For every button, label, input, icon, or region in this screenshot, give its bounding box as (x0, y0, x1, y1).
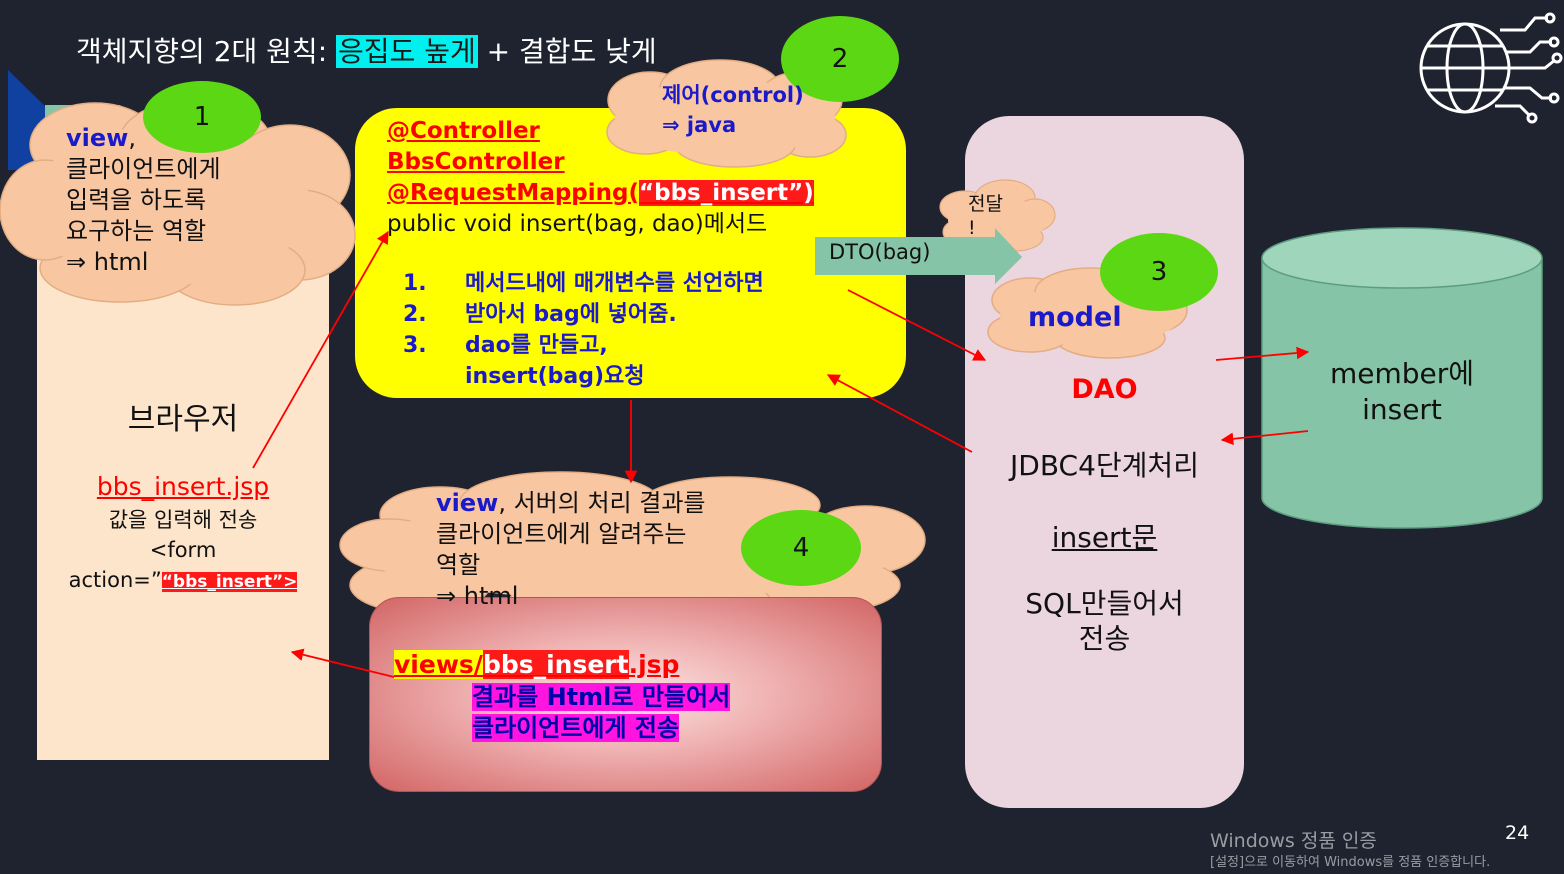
dao-sql-line2: 전송 (1078, 622, 1131, 655)
request-mapping: @RequestMapping(“bbs_insert”) (387, 178, 814, 209)
step-num: 1. (403, 271, 427, 296)
result-prefix: views/ (394, 650, 483, 679)
view-line2: 클라이언트에게 (66, 155, 221, 183)
dto-arrow-label: DTO(bag) (829, 240, 931, 264)
step-text: dao를 만들고, (465, 333, 608, 358)
step-row: 2. 받아서 bag에 넣어줌. (403, 299, 764, 330)
browser-form-line2: action=”“bbs_insert”> (37, 565, 329, 597)
browser-label: 브라우저 (127, 402, 239, 437)
title-prefix: 객체지향의 2대 원칙: (76, 35, 337, 68)
slide-title: 객체지향의 2대 원칙: 응집도 높게 + 결합도 낮게 (76, 30, 657, 70)
control-line2: ⇒ java (662, 113, 737, 137)
windows-activation-desc: [설정]으로 이동하여 Windows를 정품 인증합니다. (1210, 855, 1491, 870)
dao-title: DAO (1071, 374, 1138, 405)
browser-jsp-name: bbs_insert.jsp (96, 472, 270, 501)
control-cloud (606, 59, 847, 168)
arrow-db-to-dao (1220, 430, 1309, 446)
method-signature: public void insert(bag, dao)메서드 (387, 211, 768, 237)
step-circle-1: 1 (143, 81, 261, 153)
windows-activation-title: Windows 정품 인증 (1210, 830, 1377, 852)
dao-insert-text: insert문 (1051, 521, 1158, 554)
database-cylinder (1261, 227, 1543, 529)
step-num: 3. (403, 333, 427, 358)
result-jsp-path: views/bbs_insert.jsp (394, 650, 679, 679)
transfer-line2: ! (968, 217, 976, 239)
step-text: 받아서 bag에 넣어줌. (465, 302, 677, 327)
step-text: insert(bag)요청 (465, 364, 645, 389)
result-desc: 결과를 Html로 만들어서 클라이언트에게 전송 (472, 682, 731, 744)
view-word: view (66, 124, 129, 152)
view-line5: ⇒ html (66, 248, 149, 276)
title-suffix: + 결합도 낮게 (477, 35, 657, 68)
control-cloud-text: 제어(control) ⇒ java (662, 80, 804, 140)
step-text: 메서드내에 매개변수를 선언하면 (465, 271, 764, 296)
arrow-dao-to-db (1215, 346, 1310, 361)
database-line1: member에 (1329, 357, 1475, 390)
page-number: 24 (1505, 822, 1530, 844)
step-row: insert(bag)요청 (403, 361, 764, 392)
arrow-dao-to-controller (826, 374, 973, 453)
transfer-line1: 전달 (968, 193, 1003, 215)
dao-sql-line1: SQL만들어서 (1025, 587, 1184, 620)
dto-arrow-shape (815, 228, 1022, 284)
browser-desc-line: 값을 입력해 전송 (108, 508, 258, 532)
request-mapping-prefix: @RequestMapping( (387, 180, 640, 206)
controller-steps: 1. 메서드내에 매개변수를 선언하면 2. 받아서 bag에 넣어줌. 3. dao… (403, 268, 764, 392)
form-action-value: “bbs_insert”> (161, 572, 298, 592)
controller-annotation: @Controller (387, 118, 540, 144)
view-cloud-2-text: view, 서버의 처리 결과를 클라이언트에게 알려주는 역할 ⇒ html (436, 488, 705, 612)
arrow-controller-to-dao (847, 289, 987, 361)
controller-class-name: BbsController (387, 149, 565, 175)
arrow-jsp-to-controller (252, 230, 389, 469)
request-mapping-value: “bbs_insert”) (639, 180, 814, 206)
control-line1: 제어(control) (662, 83, 804, 107)
view-line1-rest: , (128, 124, 136, 152)
browser-form-line1: <form (149, 538, 217, 562)
browser-desc: 값을 입력해 전송 <form action=”“bbs_insert”> (37, 505, 329, 597)
step-row: 3. dao를 만들고, (403, 330, 764, 361)
result-line2: 결과를 Html로 만들어서 (472, 683, 731, 711)
step-circle-3: 3 (1100, 233, 1218, 311)
view2-line4: ⇒ html (436, 582, 519, 610)
view2-line3: 역할 (436, 551, 481, 579)
step-row: 1. 메서드내에 매개변수를 선언하면 (403, 268, 764, 299)
form-action-prefix: action=” (68, 568, 162, 592)
transfer-cloud-text: 전달 ! (968, 192, 1003, 240)
result-suffix: .jsp (628, 650, 680, 679)
dao-jdbc-text: JDBC4단계처리 (1010, 449, 1199, 482)
model-label: model (1028, 302, 1122, 333)
database-line2: insert (1362, 393, 1442, 426)
title-highlight: 응집도 높게 (336, 35, 478, 68)
view-line3: 입력을 하도록 (66, 186, 207, 214)
result-highlight: bbs_insert (482, 650, 629, 679)
view-cloud-text: view, 클라이언트에게 입력을 하도록 요구하는 역할 ⇒ html (66, 123, 221, 278)
view-line4: 요구하는 역할 (66, 217, 207, 245)
controller-text: @Controller BbsController @RequestMappin… (387, 116, 814, 240)
arrow-result-to-browser (290, 648, 395, 678)
database-label: member에 insert (1262, 356, 1542, 428)
step-num: 2. (403, 302, 427, 327)
view2-line2: 클라이언트에게 알려주는 (436, 520, 687, 548)
dao-sql-text: SQL만들어서 전송 (965, 586, 1244, 656)
view2-line1-rest: , 서버의 처리 결과를 (498, 489, 706, 517)
result-line3: 클라이언트에게 전송 (472, 714, 680, 742)
step-circle-2: 2 (781, 16, 899, 102)
step-circle-4: 4 (741, 510, 861, 586)
view2-word: view (436, 489, 499, 517)
